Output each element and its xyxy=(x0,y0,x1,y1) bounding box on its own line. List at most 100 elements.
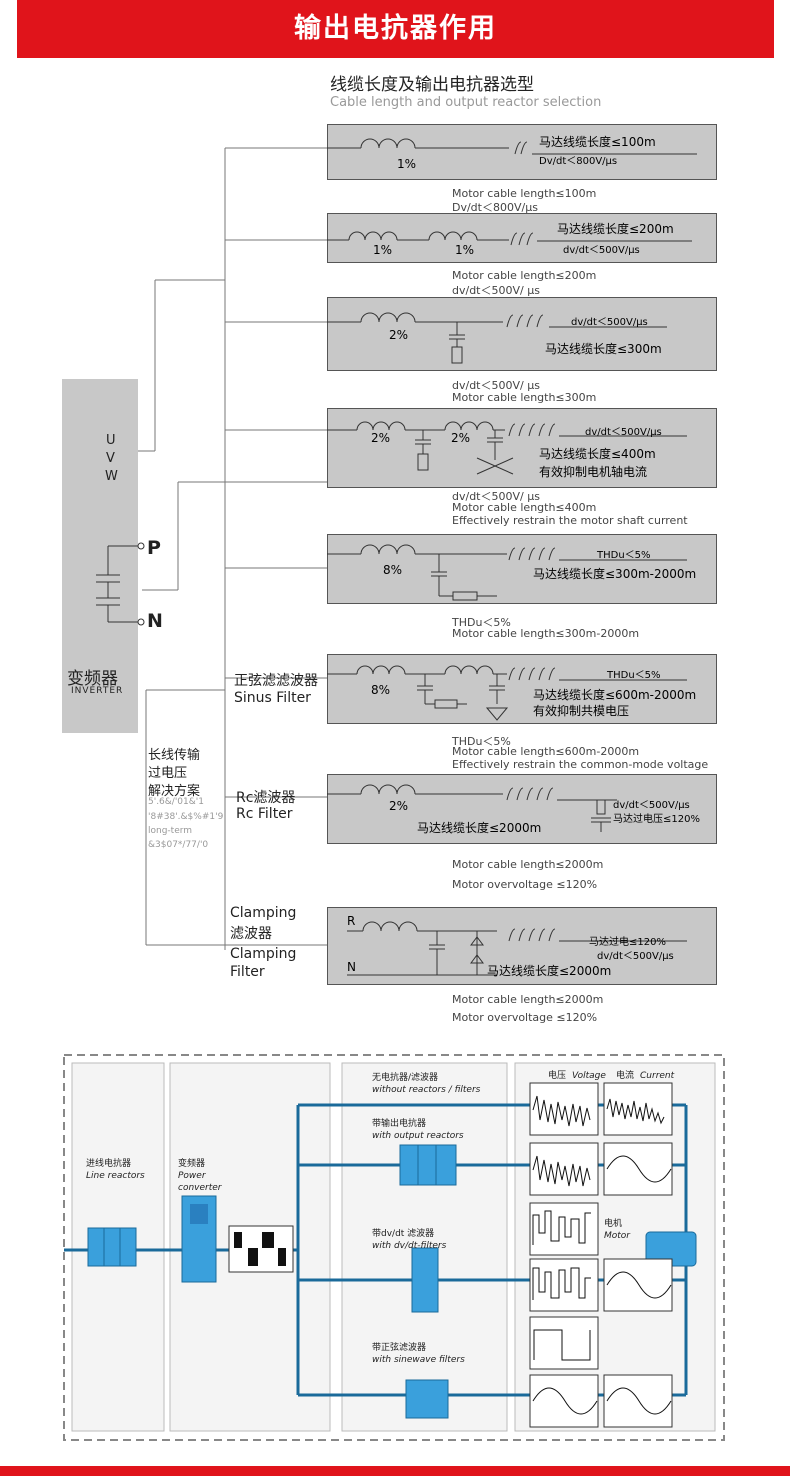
reactor-schematic-3: 2% dv/dt＜500V/μs 马达线缆长度≤300m xyxy=(327,312,667,364)
box8-r-label: R xyxy=(347,914,355,928)
converter-en-1: Power xyxy=(178,1171,207,1181)
box5-note-2: Motor cable length≤300m-2000m xyxy=(452,627,640,640)
box5-cn: 马达线缆长度≤300m-2000m xyxy=(533,566,696,581)
reactor-box-2 xyxy=(327,213,717,263)
converter-cn: 变频器 xyxy=(178,1157,205,1169)
reactor-schematic-5: 8% THDu＜5% 马达线缆长度≤300m-2000m xyxy=(327,544,696,601)
long-line-label-2: 过电压 xyxy=(148,766,188,781)
row2-en: with output reactors xyxy=(372,1131,464,1141)
row1-cn: 无电抗器/滤波器 xyxy=(372,1071,438,1083)
clamping-label-4: Filter xyxy=(230,964,265,980)
box4-cn2: 有效抑制电机轴电流 xyxy=(539,464,647,479)
box8-cn: 马达线缆长度≤2000m xyxy=(487,963,611,978)
clamping-label-1: Clamping xyxy=(230,905,297,921)
box4-note-3: Effectively restrain the motor shaft cur… xyxy=(452,514,688,527)
box6-dv: THDu＜5% xyxy=(606,670,661,681)
sinus-filter-label-cn: 正弦滤滤波器 xyxy=(234,673,318,689)
box8-note-1: Motor cable length≤2000m xyxy=(452,993,604,1006)
terminal-n: N xyxy=(147,610,163,632)
box7-note-2: Motor overvoltage ≤120% xyxy=(452,878,598,891)
inverter-v: V xyxy=(106,451,115,466)
bottom-accent-bar xyxy=(0,1466,790,1476)
inverter-block xyxy=(62,379,138,733)
clamping-label-3: Clamping xyxy=(230,946,297,962)
box1-dv: Dv/dt＜800V/μs xyxy=(539,156,617,167)
box3-note-2: Motor cable length≤300m xyxy=(452,391,597,404)
box6-note-2: Motor cable length≤600m-2000m xyxy=(452,745,640,758)
voltage-header-en: Voltage xyxy=(572,1071,606,1081)
box8-n-label: N xyxy=(347,960,356,974)
row1-en: without reactors / filters xyxy=(372,1085,481,1095)
box3-dv: dv/dt＜500V/μs xyxy=(571,317,648,328)
box4-note-2: Motor cable length≤400m xyxy=(452,501,597,514)
line-reactor-en: Line reactors xyxy=(86,1171,145,1181)
reactor-box-4 xyxy=(327,408,717,488)
box4-cn: 马达线缆长度≤400m xyxy=(539,446,656,461)
box5-dv: THDu＜5% xyxy=(596,550,651,561)
terminal-p: P xyxy=(147,537,161,559)
box3-cn: 马达线缆长度≤300m xyxy=(545,341,662,356)
garbled-text-1: 5'.6&/'01&'1 xyxy=(148,797,204,807)
converter-en-2: converter xyxy=(178,1183,223,1193)
box7-dv2: 马达过电压≤120% xyxy=(613,812,700,825)
reactor-schematic-8: R N 马达过电≤120% dv/dt＜500V/μs 马达线缆长度≤2000m xyxy=(347,914,687,978)
box7-note-1: Motor cable length≤2000m xyxy=(452,858,604,871)
rc-filter-label-en: Rc Filter xyxy=(236,806,293,822)
box3-percent: 2% xyxy=(389,328,408,342)
long-line-label-1: 长线传输 xyxy=(148,748,201,763)
box7-percent: 2% xyxy=(389,799,408,813)
box3-note-1: dv/dt＜500V/ μs xyxy=(452,379,540,392)
box6-cn: 马达线缆长度≤600m-2000m xyxy=(533,687,696,702)
line-reactor-cn: 进线电抗器 xyxy=(86,1157,131,1169)
clamping-label-2: 滤波器 xyxy=(230,926,272,942)
inverter-w: W xyxy=(105,469,118,484)
inverter-u: U xyxy=(106,433,116,448)
page-title: 输出电抗器作用 xyxy=(17,0,774,58)
reactor-schematic-7: 2% dv/dt＜500V/μs 马达过电压≤120% 马达线缆长度≤2000m xyxy=(327,784,700,835)
box2-note-1: Motor cable length≤200m xyxy=(452,269,597,282)
box8-dv2: dv/dt＜500V/μs xyxy=(597,951,674,962)
row4-cn: 带正弦滤波器 xyxy=(372,1341,426,1353)
reactor-box-6 xyxy=(327,654,717,724)
row3-cn: 带dv/dt 滤波器 xyxy=(372,1227,434,1239)
box6-note-1: THDu＜5% xyxy=(452,735,511,748)
voltage-header-cn: 电压 xyxy=(548,1069,566,1081)
inverter-name-cn: 变频器 xyxy=(67,669,118,689)
row4-en: with sinewave filters xyxy=(372,1355,465,1365)
reactor-schematic-2: 1% 1% 马达线缆长度≤200m dv/dt＜500V/μs xyxy=(327,221,692,257)
garbled-text-2: '8#38'.&$%#1'9 xyxy=(148,812,224,822)
reactor-schematic-6: 8% THDu＜5% 马达线缆长度≤600m-2000m 有效抑制共模电压 xyxy=(327,665,696,721)
box7-cn: 马达线缆长度≤2000m xyxy=(417,820,541,835)
box2-note-2: dv/dt＜500V/ μs xyxy=(452,284,540,297)
box8-dv: 马达过电≤120% xyxy=(589,935,666,948)
reactor-schematic-4: 2% 2% dv/dt＜500V/μs 马达线缆长度≤400m 有效抑制电机轴电… xyxy=(327,421,687,479)
box5-note-1: THDu＜5% xyxy=(452,616,511,629)
box1-percent: 1% xyxy=(397,157,416,171)
box6-note-3: Effectively restrain the common-mode vol… xyxy=(452,758,709,771)
box1-note-1: Motor cable length≤100m xyxy=(452,187,597,200)
motor-cn: 电机 xyxy=(604,1217,622,1229)
section-title-en: Cable length and output reactor selectio… xyxy=(330,95,602,110)
long-line-label-3: 解决方案 xyxy=(148,784,201,799)
box2-cn: 马达线缆长度≤200m xyxy=(557,221,674,236)
box8-note-2: Motor overvoltage ≤120% xyxy=(452,1011,598,1024)
box5-percent: 8% xyxy=(383,563,402,577)
box4-note-1: dv/dt＜500V/ μs xyxy=(452,490,540,503)
sinus-filter-label-en: Sinus Filter xyxy=(234,690,311,706)
garbled-text-4: &3$07*/77/'0 xyxy=(148,840,209,850)
box2-percent-2: 1% xyxy=(455,243,474,257)
current-header-cn: 电流 xyxy=(616,1069,634,1081)
box1-cn: 马达线缆长度≤100m xyxy=(539,134,656,149)
row3-en: with dv/dt-filters xyxy=(372,1241,447,1251)
row2-cn: 带输出电抗器 xyxy=(372,1117,426,1129)
box4-dv: dv/dt＜500V/μs xyxy=(585,427,662,438)
section-title-cn: 线缆长度及输出电抗器选型 xyxy=(330,75,534,95)
box2-dv: dv/dt＜500V/μs xyxy=(563,245,640,256)
box4-percent-2: 2% xyxy=(451,431,470,445)
garbled-text-3: long-term xyxy=(148,826,193,836)
box7-dv: dv/dt＜500V/μs xyxy=(613,800,690,811)
current-header-en: Current xyxy=(640,1071,675,1081)
